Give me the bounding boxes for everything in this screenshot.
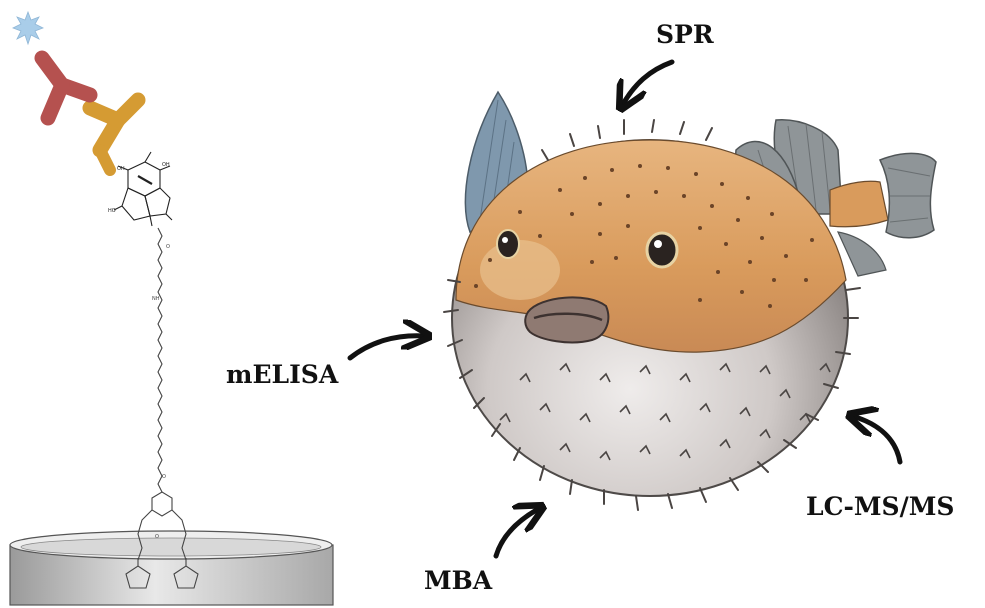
svg-text:OH: OH [117, 166, 125, 172]
arrow-melisa [350, 336, 426, 358]
label-melisa: mELISA [226, 360, 338, 389]
toxin-molecule: OH OH HO [108, 152, 172, 226]
svg-text:NH: NH [152, 296, 160, 302]
mouth [525, 297, 608, 342]
arrow-mba [496, 508, 540, 556]
svg-text:HO: HO [108, 208, 116, 214]
label-lcmsms: LC-MS/MS [806, 492, 954, 521]
arrow-lcmsms [852, 416, 900, 462]
eye-right [647, 233, 677, 267]
eye-left [497, 230, 519, 258]
pufferfish-illustration [444, 92, 936, 510]
svg-text:O: O [155, 534, 159, 540]
arrow-spr [622, 62, 672, 106]
secondary-antibody [90, 100, 138, 170]
microplate-well [10, 531, 333, 605]
enzyme-label-star-icon [13, 12, 43, 44]
svg-text:OH: OH [162, 162, 170, 168]
tail [830, 181, 888, 226]
label-spr: SPR [656, 20, 714, 49]
svg-text:O: O [162, 474, 166, 480]
immunoassay-schematic: O O NH O OH OH HO [10, 12, 333, 605]
svg-text:O: O [166, 244, 170, 250]
label-mba: MBA [424, 566, 492, 595]
